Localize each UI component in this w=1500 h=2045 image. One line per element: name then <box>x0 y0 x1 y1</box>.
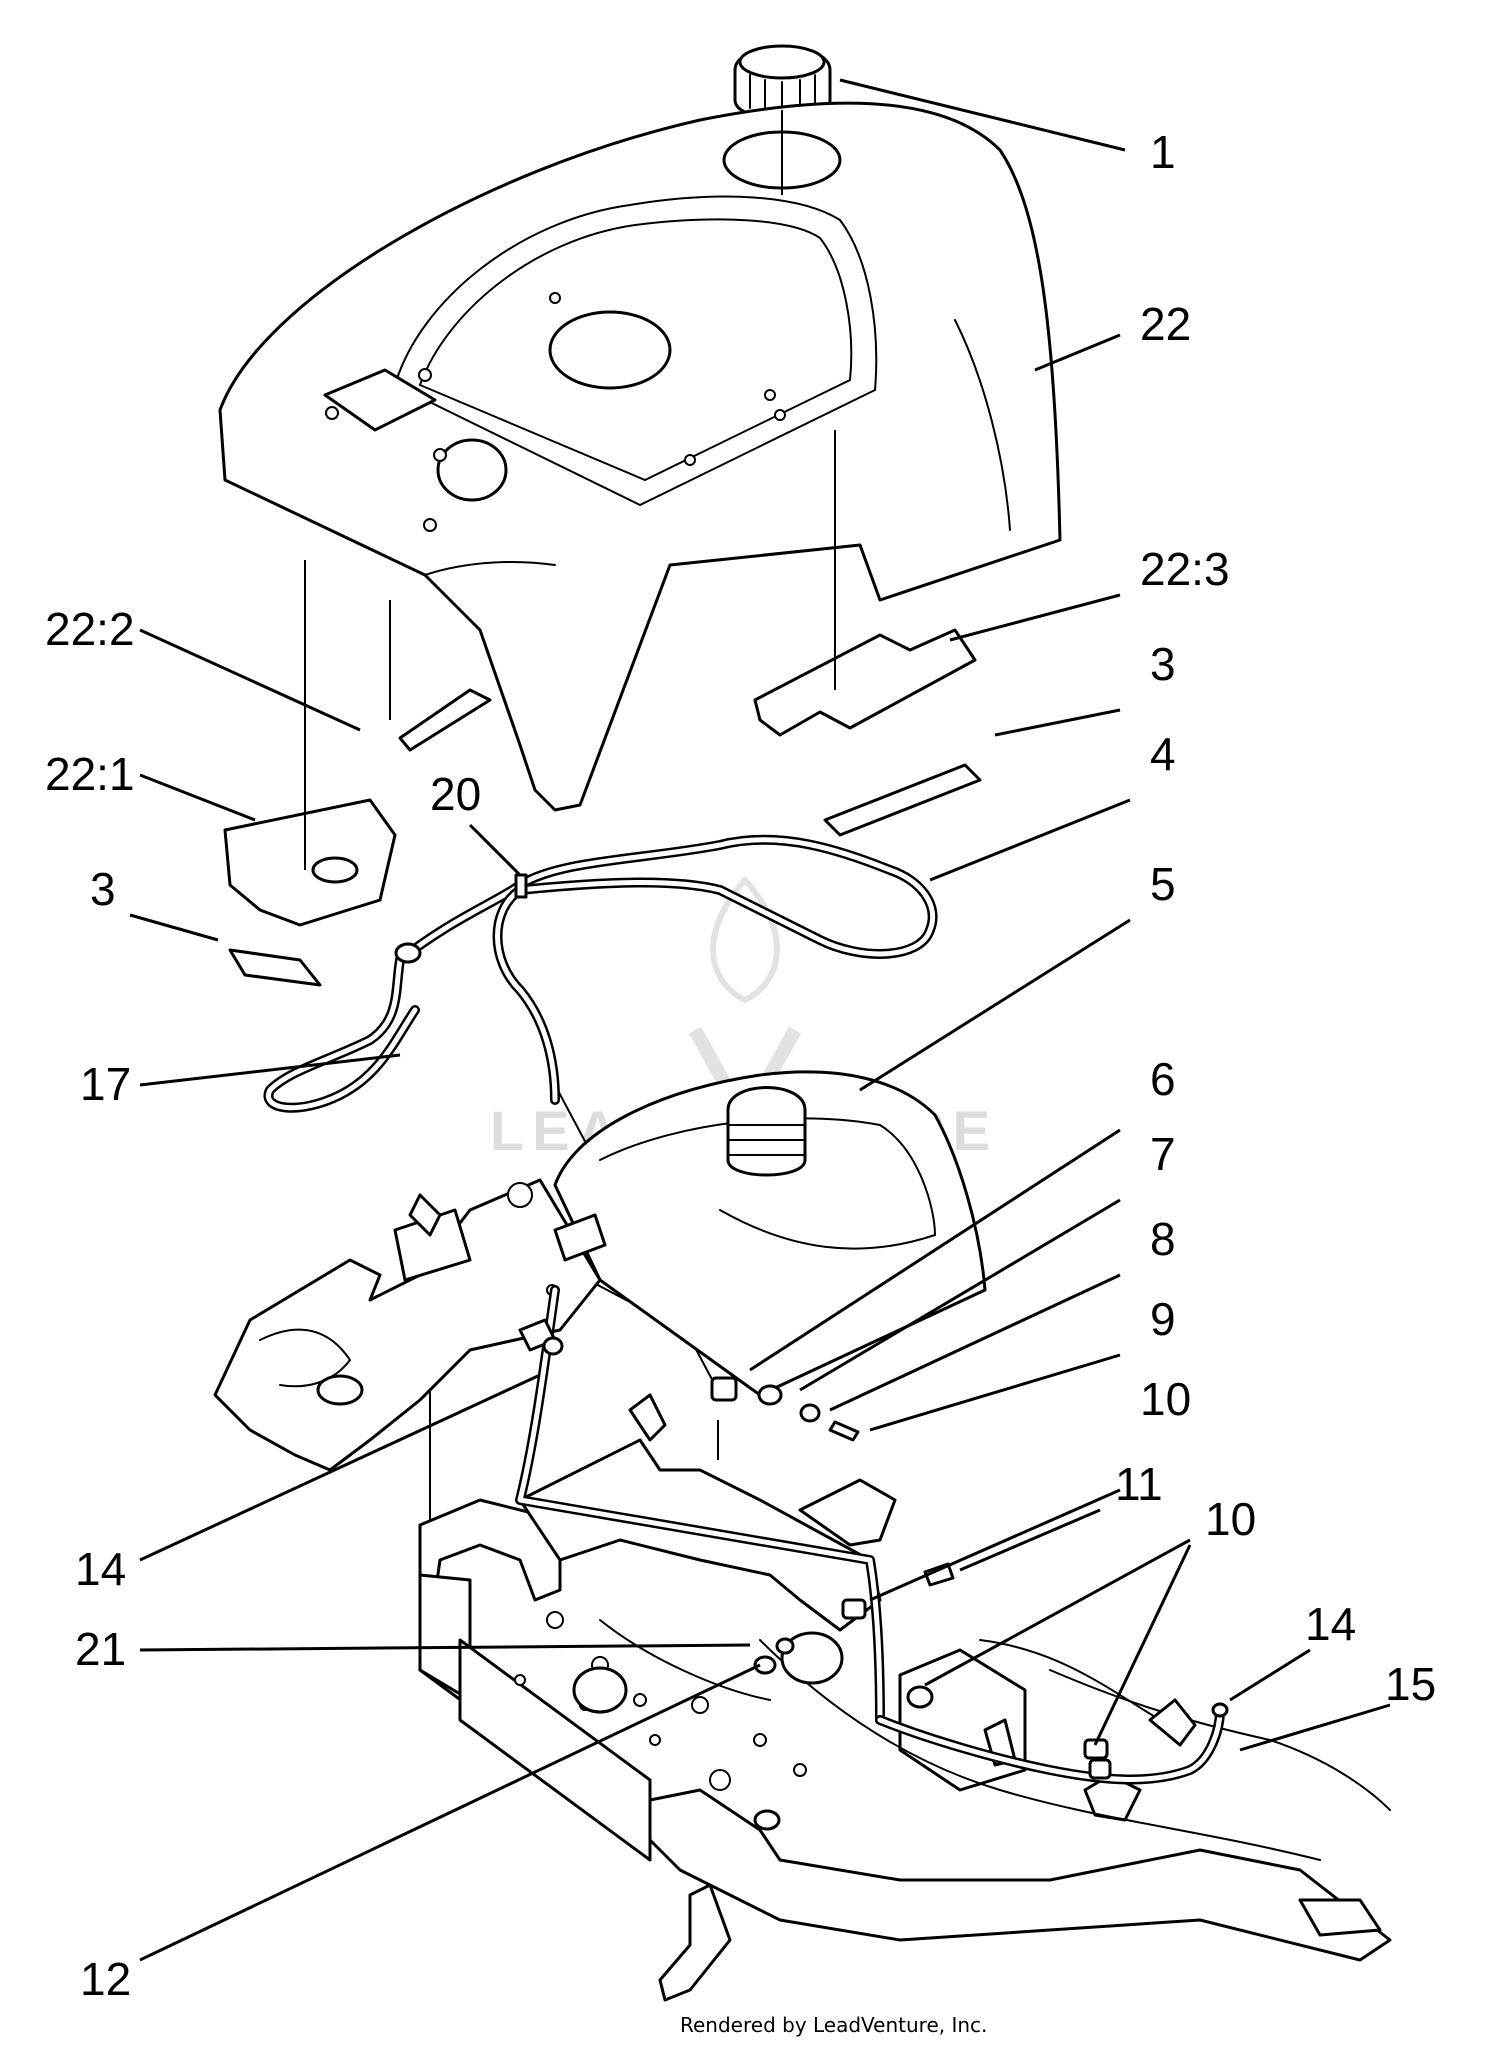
callout-1: 1 <box>1150 126 1176 178</box>
decal-22-2 <box>398 688 492 752</box>
callout-8: 8 <box>1150 1213 1176 1265</box>
callout-11: 11 <box>1115 1458 1163 1510</box>
callout-3-right: 3 <box>1150 638 1176 690</box>
hood-fender <box>218 101 1062 812</box>
callout-7: 7 <box>1150 1128 1176 1180</box>
callout-22-2: 22:2 <box>45 603 135 655</box>
frame <box>418 1393 1392 2002</box>
watermark-flame-icon <box>710 875 780 1004</box>
callout-9: 9 <box>1150 1293 1176 1345</box>
callout-20: 20 <box>430 768 481 820</box>
callout-4: 4 <box>1150 728 1176 780</box>
credit-text: Rendered by LeadVenture, Inc. <box>680 2013 987 2037</box>
callout-14-right: 14 <box>1305 1598 1356 1650</box>
decal-3-right <box>823 763 982 837</box>
fuel-cap <box>733 44 832 121</box>
callout-10-right: 10 <box>1205 1493 1256 1545</box>
callout-17: 17 <box>80 1058 131 1110</box>
decal-3-left <box>228 948 322 987</box>
callout-labels: 1 22 22:3 22:2 3 4 22:1 20 5 3 17 6 7 8 … <box>45 126 1436 2005</box>
callout-12: 12 <box>80 1953 131 2005</box>
callout-15: 15 <box>1385 1658 1436 1710</box>
fuel-tank <box>553 1070 987 1397</box>
decal-22-1 <box>223 798 397 927</box>
callout-22-1: 22:1 <box>45 748 135 800</box>
tank-bracket <box>213 1178 607 1472</box>
callout-14-left: 14 <box>75 1543 126 1595</box>
callout-6: 6 <box>1150 1053 1176 1105</box>
callout-22-3: 22:3 <box>1140 543 1230 595</box>
decal-22-3 <box>753 628 977 737</box>
fuel-hoses <box>263 834 1225 1785</box>
callout-22: 22 <box>1140 298 1191 350</box>
callout-3-left: 3 <box>90 863 116 915</box>
callout-5: 5 <box>1150 858 1176 910</box>
callout-21: 21 <box>75 1623 126 1675</box>
callout-10-top: 10 <box>1140 1373 1191 1425</box>
hardware <box>394 873 1229 1780</box>
leader-lines <box>129 78 1391 1962</box>
